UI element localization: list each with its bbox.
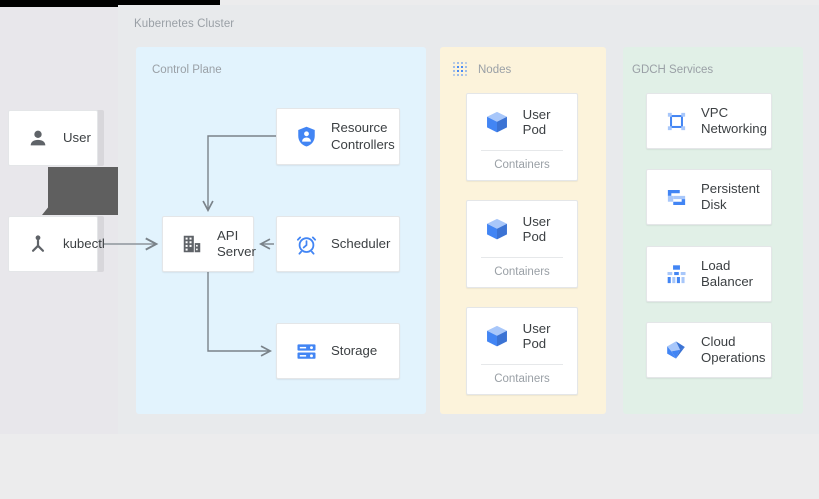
card-user[interactable]: User (8, 110, 98, 166)
card-vpc-networking-label: VPC Networking (701, 104, 767, 136)
user-pod-header: User Pod (467, 201, 577, 257)
cube-icon (483, 322, 511, 350)
selection-overlay-rectangle (42, 167, 118, 215)
load-balancer-icon (663, 261, 689, 287)
user-pod-divider (481, 150, 563, 151)
cloud-operations-icon (663, 337, 689, 363)
viewport-top-band (0, 0, 220, 7)
card-storage-label: Storage (331, 342, 378, 358)
nodes-grid-icon (453, 62, 467, 76)
user-pod-divider (481, 257, 563, 258)
card-api-server-label: API Server (217, 227, 256, 259)
user-pod-divider (481, 364, 563, 365)
card-persistent-disk[interactable]: Persistent Disk (646, 169, 772, 225)
card-storage[interactable]: Storage (276, 323, 400, 379)
card-cloud-operations[interactable]: Cloud Operations (646, 322, 772, 378)
user-pod-header: User Pod (467, 308, 577, 364)
card-user-pod[interactable]: User Pod Containers (466, 307, 578, 395)
person-icon (25, 125, 51, 151)
api-server-building-icon (179, 231, 205, 257)
card-load-balancer-label: Load Balancer (701, 257, 754, 289)
card-scheduler-label: Scheduler (331, 235, 391, 251)
cube-icon (483, 215, 511, 243)
user-pod-label: User Pod (522, 107, 551, 137)
user-pod-footer: Containers (494, 266, 550, 278)
card-load-balancer[interactable]: Load Balancer (646, 246, 772, 302)
user-pod-header: User Pod (467, 94, 577, 150)
card-vpc-networking[interactable]: VPC Networking (646, 93, 772, 149)
card-user-pod[interactable]: User Pod Containers (466, 200, 578, 288)
cube-icon (483, 108, 511, 136)
database-rack-icon (293, 338, 319, 364)
vpc-networking-icon (663, 108, 689, 134)
card-user-pod[interactable]: User Pod Containers (466, 93, 578, 181)
card-api-server[interactable]: API Server (162, 216, 256, 272)
card-scheduler[interactable]: Scheduler (276, 216, 400, 272)
kubectl-icon (25, 231, 51, 257)
card-kubectl-label: kubectl (63, 235, 105, 251)
user-pod-label: User Pod (522, 321, 551, 351)
zone-title-control-plane: Control Plane (152, 64, 222, 76)
user-pod-label: User Pod (522, 214, 551, 244)
persistent-disk-icon (663, 184, 689, 210)
card-cloud-operations-label: Cloud Operations (701, 333, 766, 365)
zone-title-nodes: Nodes (478, 64, 512, 76)
user-pod-footer: Containers (494, 373, 550, 385)
alarm-clock-icon (293, 231, 319, 257)
card-user-label: User (63, 129, 91, 145)
kubernetes-cluster-title: Kubernetes Cluster (134, 18, 235, 30)
user-pod-footer: Containers (494, 159, 550, 171)
card-resource-controllers-label: Resource Controllers (331, 120, 395, 152)
card-resource-controllers[interactable]: Resource Controllers (276, 108, 400, 165)
zone-title-gdch-services: GDCH Services (632, 64, 714, 76)
shield-person-icon (293, 124, 319, 150)
card-kubectl[interactable]: kubectl (8, 216, 105, 272)
card-persistent-disk-label: Persistent Disk (701, 180, 760, 212)
